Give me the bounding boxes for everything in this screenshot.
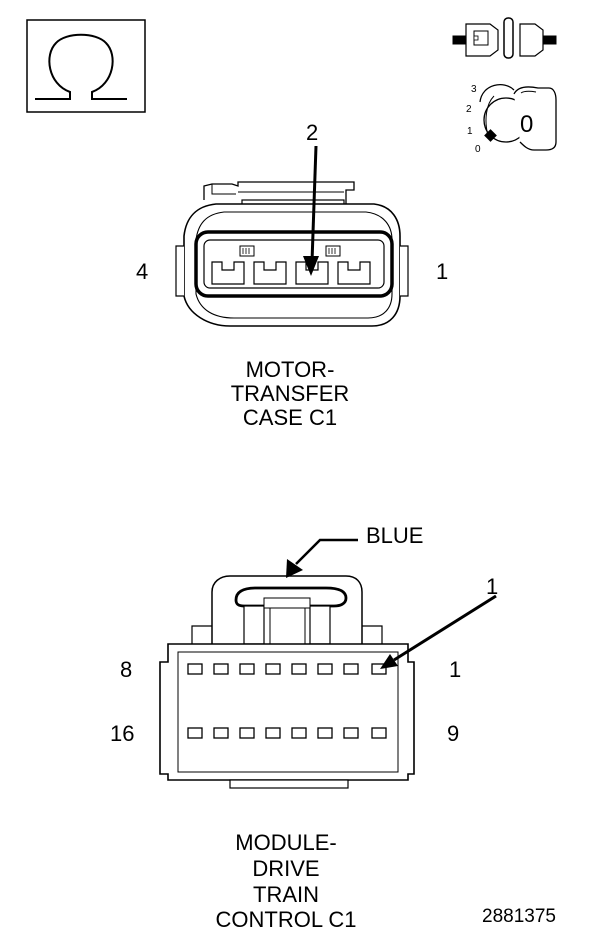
bottom-bottom-right-pin-number: 9 [447,721,459,746]
key-mark-0: 0 [475,144,481,155]
bottom-label-line-4: CONTROL C1 [216,907,357,932]
pin-2-callout-arrow [303,145,319,276]
pin-row-9-16 [187,727,387,739]
bottom-top-right-pin-number: 1 [449,657,461,682]
key-mark-2: 2 [466,104,472,115]
bottom-label-line-1: MODULE- [235,830,336,855]
key-position-label: 0 [520,111,533,138]
figure-number: 2881375 [482,906,556,927]
top-connector-name: MOTOR- TRANSFER CASE C1 [231,357,350,430]
top-pin-callout: 2 [306,120,318,145]
color-callout: BLUE [366,523,423,548]
drive-train-control-connector [159,575,415,789]
motor-transfer-case-connector [175,181,409,327]
key-mark-1: 1 [467,126,473,137]
bottom-connector-name: MODULE- DRIVE TRAIN CONTROL C1 [216,830,357,932]
top-left-pin-number: 4 [136,259,148,284]
bottom-bottom-left-pin-number: 16 [110,721,134,746]
bottom-top-left-pin-number: 8 [120,657,132,682]
bottom-label-line-3: TRAIN [253,882,319,907]
bottom-pin-callout: 1 [486,574,498,599]
key-mark-3: 3 [471,84,477,95]
pin-row-1-8 [187,663,387,675]
top-label-line-1: MOTOR- [246,357,335,382]
ohmmeter-symbol-icon [26,19,146,113]
disconnected-connector-icon [452,17,557,59]
top-label-line-2: TRANSFER [231,381,350,406]
top-label-line-3: CASE C1 [243,405,337,430]
top-right-pin-number: 1 [436,259,448,284]
pin-1-callout-arrow [380,594,497,669]
bottom-label-line-2: DRIVE [252,856,319,881]
ignition-key-icon: 3 2 1 0 0 [466,84,557,155]
blue-callout-arrow [286,538,358,578]
